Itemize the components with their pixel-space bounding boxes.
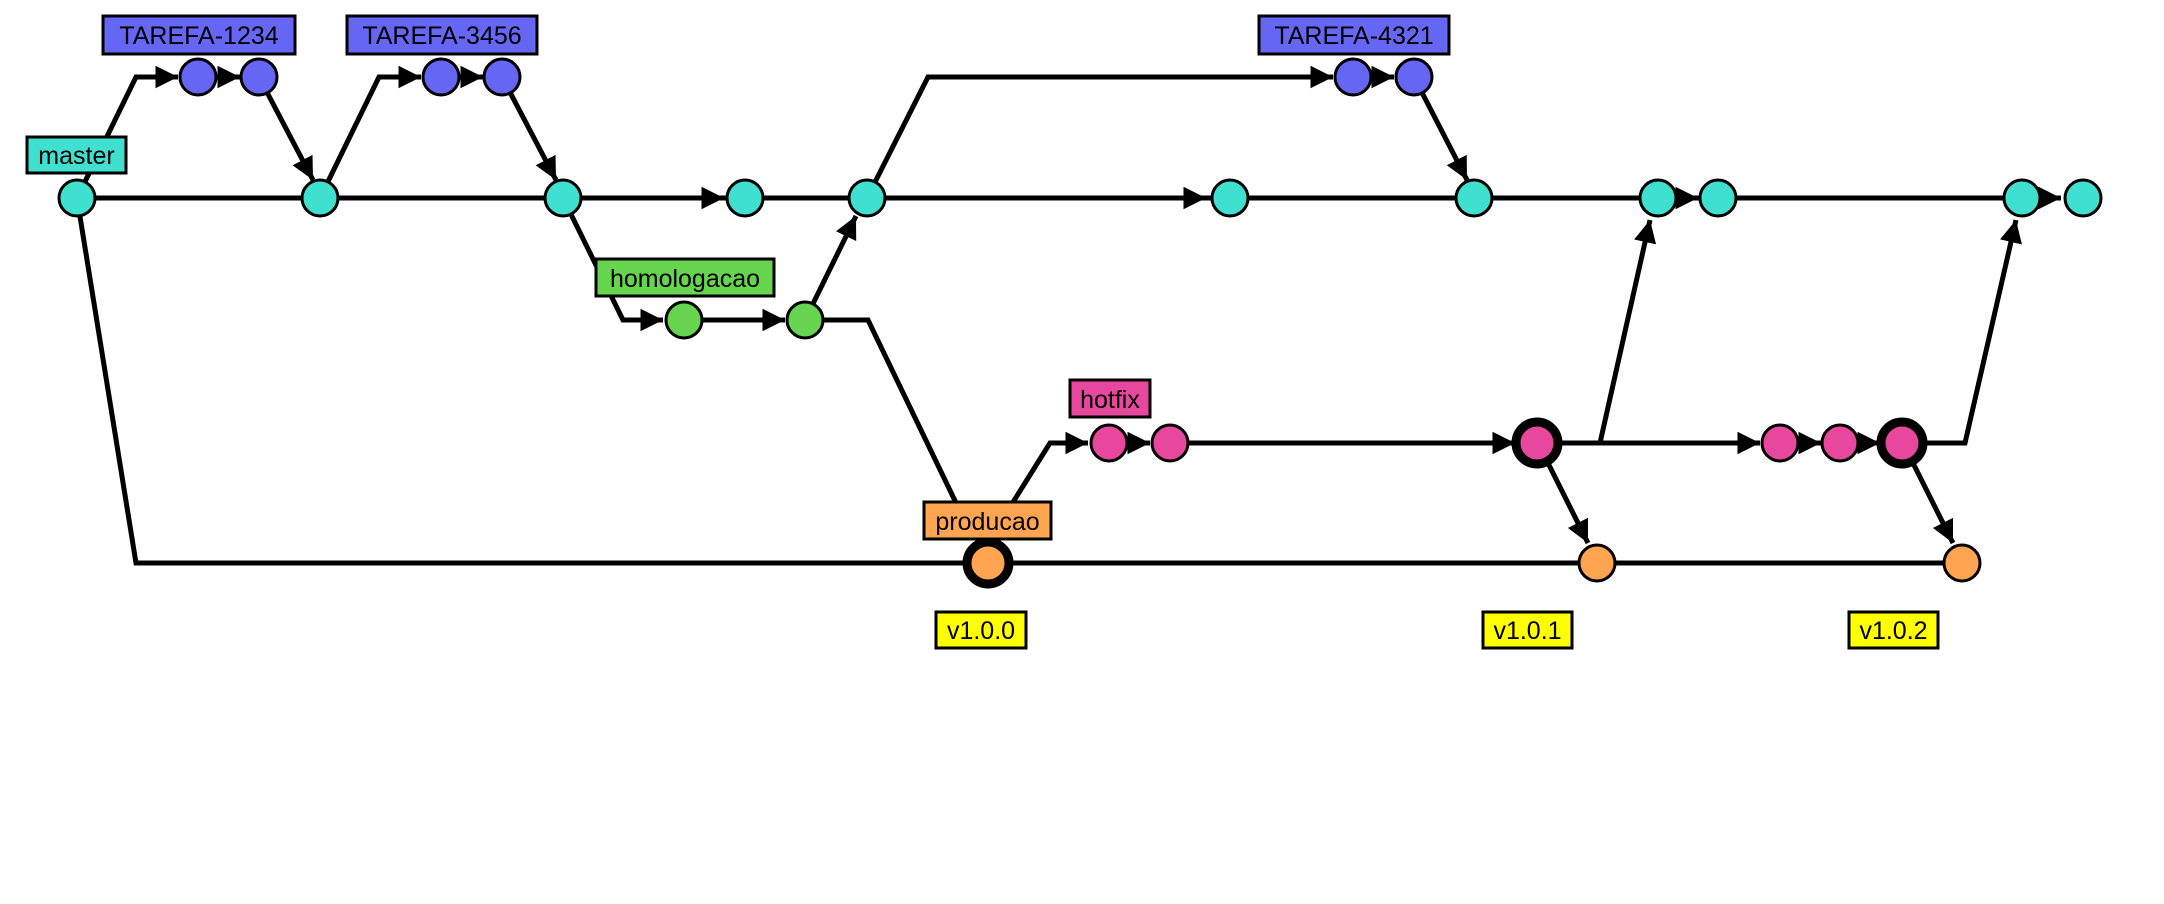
tag-label-v101: v1.0.1 [1481, 610, 1574, 650]
branch-label-hotfix-box [1068, 378, 1152, 419]
commit-master-9[interactable] [1698, 178, 1738, 218]
branch-label-tarefa3456-text: TAREFA-3456 [362, 22, 521, 50]
branch-label-producao-box [922, 500, 1053, 541]
branch-label-master-box [25, 135, 128, 175]
branch-label-tarefa1234-text: TAREFA-1234 [119, 22, 278, 50]
edge-tarefa3456-branch [317, 65, 421, 200]
commit-tarefa1234-1[interactable] [178, 57, 218, 97]
tag-label-v102-text: v1.0.2 [1859, 617, 1927, 645]
commit-master-1[interactable] [57, 178, 97, 218]
commit-master-11[interactable] [2063, 178, 2103, 218]
commits [57, 57, 2103, 589]
commit-hotfix-4[interactable] [1820, 423, 1860, 463]
edge-hotfix-merge-2 [1902, 219, 2022, 446]
tag-label-v100: v1.0.0 [934, 610, 1028, 650]
commit-master-10[interactable] [2002, 178, 2042, 218]
branch-label-tarefa1234-box [101, 14, 297, 56]
branch-label-homologacao-text: homologacao [610, 265, 760, 293]
tag-labels: v1.0.0 v1.0.1 v1.0.2 [934, 610, 1940, 650]
edge-hotfix-branch [1007, 431, 1088, 509]
tag-label-v101-text: v1.0.1 [1493, 617, 1561, 645]
tag-label-v102-box [1847, 610, 1940, 650]
commit-master-2[interactable] [300, 178, 340, 218]
commit-hotfix-1[interactable] [1089, 423, 1129, 463]
branch-label-producao-text: producao [935, 508, 1039, 536]
commit-master-3[interactable] [543, 178, 583, 218]
commit-producao-release-1[interactable] [962, 537, 1014, 589]
commit-hotfix-2[interactable] [1150, 423, 1190, 463]
tag-label-v100-text: v1.0.0 [947, 617, 1015, 645]
branch-label-tarefa4321: TAREFA-4321 [1257, 14, 1451, 56]
commit-homologacao-2[interactable] [785, 300, 825, 340]
edge-hotfix-merge-1 [1597, 219, 1657, 444]
commit-tarefa4321-1[interactable] [1333, 57, 1373, 97]
commit-tarefa1234-2[interactable] [239, 57, 279, 97]
tag-label-v101-box [1481, 610, 1574, 650]
branch-label-hotfix-text: hotfix [1080, 386, 1140, 414]
tag-label-v100-box [934, 610, 1028, 650]
commit-master-8[interactable] [1638, 178, 1678, 218]
edges [74, 65, 2061, 566]
commit-tarefa3456-1[interactable] [421, 57, 461, 97]
branch-label-tarefa4321-box [1257, 14, 1451, 56]
commit-master-4[interactable] [725, 178, 765, 218]
tag-label-v102: v1.0.2 [1847, 610, 1940, 650]
commit-tarefa3456-2[interactable] [482, 57, 522, 97]
commit-producao-2[interactable] [1577, 543, 1617, 583]
branch-label-master-text: master [38, 142, 114, 170]
commit-producao-3[interactable] [1942, 543, 1982, 583]
branch-label-producao: producao [922, 500, 1053, 541]
commit-homologacao-1[interactable] [664, 300, 704, 340]
edge-tarefa4321-branch [864, 65, 1333, 200]
edge-homologacao-to-producao [805, 317, 961, 509]
edge-producao-line [74, 197, 972, 566]
branch-label-tarefa4321-text: TAREFA-4321 [1274, 22, 1433, 50]
branch-label-homologacao: homologacao [594, 257, 776, 298]
edge-homologacao-branch [560, 196, 663, 332]
commit-master-5[interactable] [847, 178, 887, 218]
branch-label-master: master [25, 135, 128, 175]
branch-label-tarefa3456: TAREFA-3456 [345, 14, 539, 56]
branch-label-tarefa3456-box [345, 14, 539, 56]
branch-label-homologacao-box [594, 257, 776, 298]
commit-hotfix-release-2[interactable] [1876, 417, 1928, 469]
branch-label-hotfix: hotfix [1068, 378, 1152, 419]
commit-hotfix-release-1[interactable] [1511, 417, 1563, 469]
commit-tarefa4321-2[interactable] [1394, 57, 1434, 97]
commit-master-6[interactable] [1210, 178, 1250, 218]
commit-master-7[interactable] [1454, 178, 1494, 218]
commit-hotfix-3[interactable] [1760, 423, 1800, 463]
branch-labels: master TAREFA-1234 TAREFA-3456 TAREFA-43… [25, 14, 1451, 541]
branch-label-tarefa1234: TAREFA-1234 [101, 14, 297, 56]
